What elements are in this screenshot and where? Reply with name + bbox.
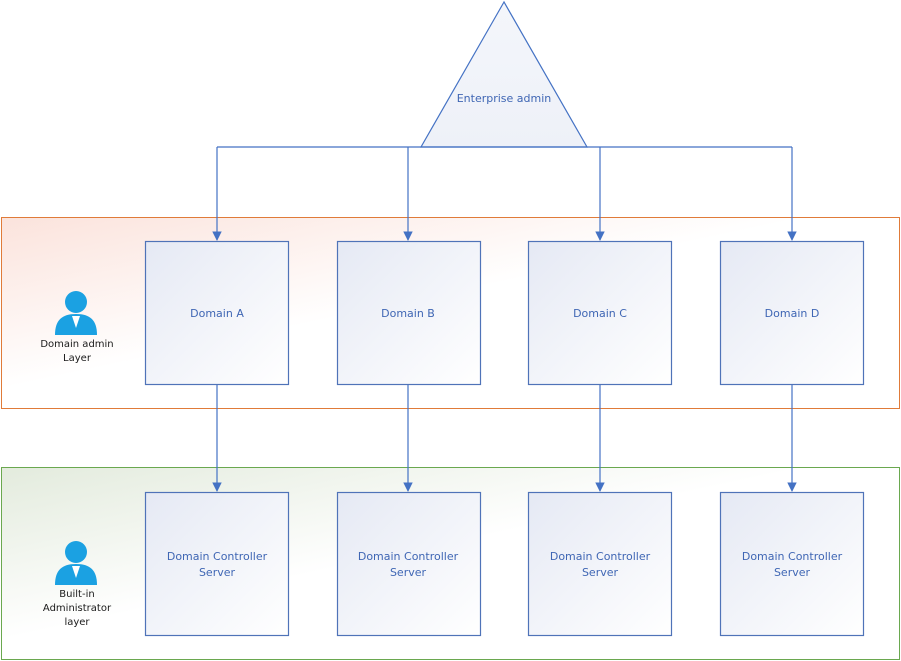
enterprise-admin-label: Enterprise admin [457, 92, 552, 105]
domain-admin-layer-label-line2: Layer [63, 353, 92, 364]
domain-to-dc-connectors [212, 385, 797, 492]
dc-server-box-a: Domain Controller Server [144, 491, 290, 637]
builtin-admin-layer-label-line1: Built-in [59, 589, 94, 600]
enterprise-connectors [212, 146, 797, 241]
enterprise-admin-triangle [419, 0, 589, 148]
domain-box-c: Domain C [527, 240, 673, 386]
builtin-admin-person-icon [55, 541, 97, 585]
dc-server-d-line2: Server [774, 566, 811, 579]
domain-a-label: Domain A [190, 307, 244, 320]
domain-box-a: Domain A [144, 240, 290, 386]
domain-c-label: Domain C [573, 307, 627, 320]
dc-server-box-b: Domain Controller Server [336, 491, 482, 637]
builtin-admin-layer-label-line2: Administrator [43, 603, 112, 614]
dc-server-d-line1: Domain Controller [742, 550, 843, 563]
dc-server-c-line2: Server [582, 566, 619, 579]
dc-server-box-c: Domain Controller Server [527, 491, 673, 637]
dc-server-a-line2: Server [199, 566, 236, 579]
builtin-admin-layer-label-line3: layer [64, 617, 90, 628]
dc-server-c-line1: Domain Controller [550, 550, 651, 563]
domain-admin-layer-label-line1: Domain admin [40, 339, 113, 350]
dc-server-a-line1: Domain Controller [167, 550, 268, 563]
dc-server-box-d: Domain Controller Server [719, 491, 865, 637]
domain-admin-person-icon [55, 291, 97, 335]
domain-box-d: Domain D [719, 240, 865, 386]
domain-d-label: Domain D [765, 307, 820, 320]
dc-server-b-line2: Server [390, 566, 427, 579]
dc-server-b-line1: Domain Controller [358, 550, 459, 563]
domain-box-b: Domain B [336, 240, 482, 386]
domain-b-label: Domain B [381, 307, 435, 320]
